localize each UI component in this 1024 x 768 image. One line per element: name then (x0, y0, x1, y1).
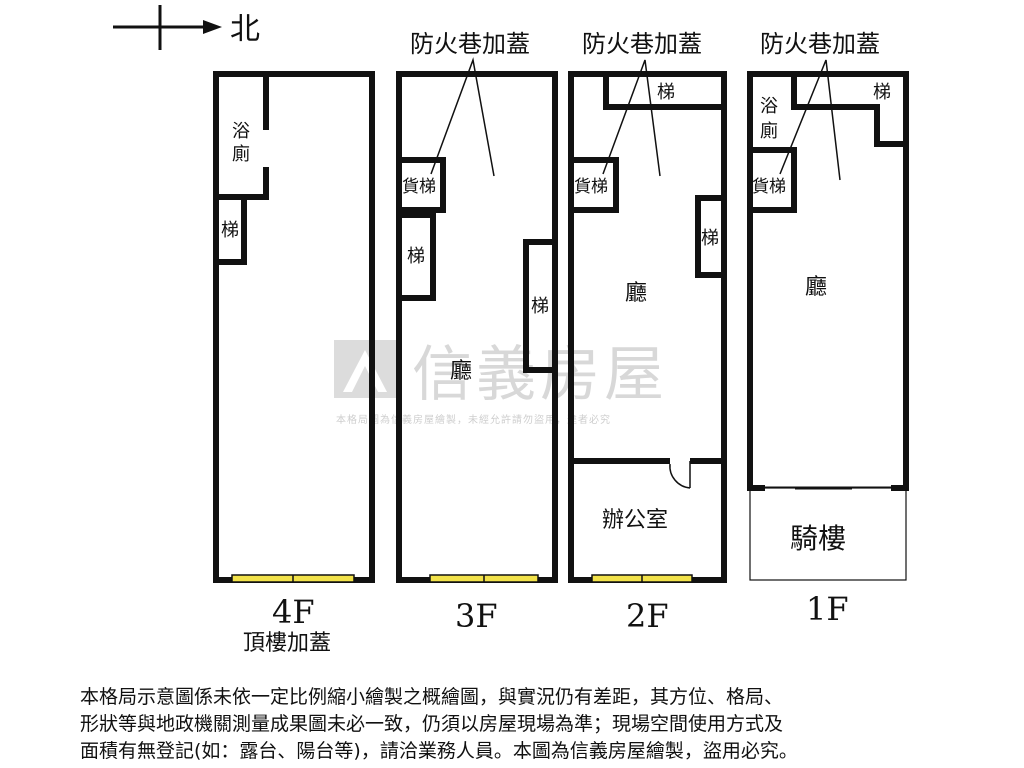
north-compass: 北 (113, 5, 260, 50)
floor-label-1f: 1F (806, 590, 849, 628)
callout-line-3f (430, 57, 495, 177)
room-stairs-1f: 梯 (873, 82, 891, 103)
watermark-subtitle: 本格局圖為信義房屋繪製，未經允許請勿盜用，違者必究 (336, 413, 611, 426)
floor-sublabel-4f: 頂樓加蓋 (243, 631, 331, 656)
room-bath-top-4f: 浴 (232, 121, 250, 142)
callout-line-1f (779, 59, 841, 181)
watermark: 信義房屋 本格局圖為信義房屋繪製，未經允許請勿盜用，違者必究 (334, 340, 668, 426)
watermark-logo-icon (334, 340, 396, 398)
disclaimer-line-2: 形狀等與地政機關測量成果圖未必一致，仍須以房屋現場為準；現場空間使用方式及 (80, 713, 784, 735)
room-stairs-4f: 梯 (221, 220, 239, 241)
callout-label-1f: 防火巷加蓋 (760, 30, 880, 58)
room-office-2f: 辦公室 (602, 508, 668, 533)
room-freight-lift-2f: 貨梯 (574, 177, 608, 197)
room-stairs-2f-top: 梯 (657, 82, 675, 103)
floor-label-3f: 3F (455, 597, 498, 635)
disclaimer-line-1: 本格局示意圖係未依一定比例縮小繪製之概繪圖，與實況仍有差距，其方位、格局、 (80, 686, 784, 708)
callout-label-3f: 防火巷加蓋 (410, 30, 530, 58)
north-label: 北 (230, 12, 260, 47)
room-stairs-2f-right: 梯 (701, 228, 719, 249)
floor-label-4f: 4F (272, 593, 315, 631)
callout-label-2f: 防火巷加蓋 (582, 30, 702, 58)
floor-label-2f: 2F (626, 597, 669, 635)
room-freight-lift-1f: 貨梯 (752, 177, 786, 197)
room-bath-bottom-4f: 廁 (232, 143, 250, 165)
room-bath-bottom-1f: 廁 (760, 120, 778, 142)
room-stairs-3f-left: 梯 (407, 246, 425, 267)
room-arcade-1f: 騎樓 (790, 522, 846, 555)
room-hall-3f: 廳 (450, 359, 472, 384)
callout-line-2f (602, 59, 661, 177)
floor-2f-plan (568, 71, 727, 583)
room-hall-1f: 廳 (805, 275, 827, 300)
disclaimer-notes: 本格局示意圖係未依一定比例縮小繪製之概繪圖，與實況仍有差距，其方位、格局、 形狀… (80, 684, 960, 765)
arrow-right-icon (203, 20, 222, 34)
room-bath-top-1f: 浴 (760, 96, 778, 117)
door-2f (669, 461, 691, 489)
room-hall-2f: 廳 (625, 281, 647, 306)
floor-3f-plan (396, 71, 558, 583)
room-freight-lift-3f: 貨梯 (402, 177, 436, 197)
watermark-title: 信義房屋 (412, 340, 668, 410)
disclaimer-line-3: 面積有無登記(如：露台、陽台等)，請洽業務人員。本圖為信義房屋繪製，盜用必究。 (80, 740, 798, 762)
room-stairs-3f-right: 梯 (531, 296, 549, 317)
arcade-1f (749, 486, 907, 581)
